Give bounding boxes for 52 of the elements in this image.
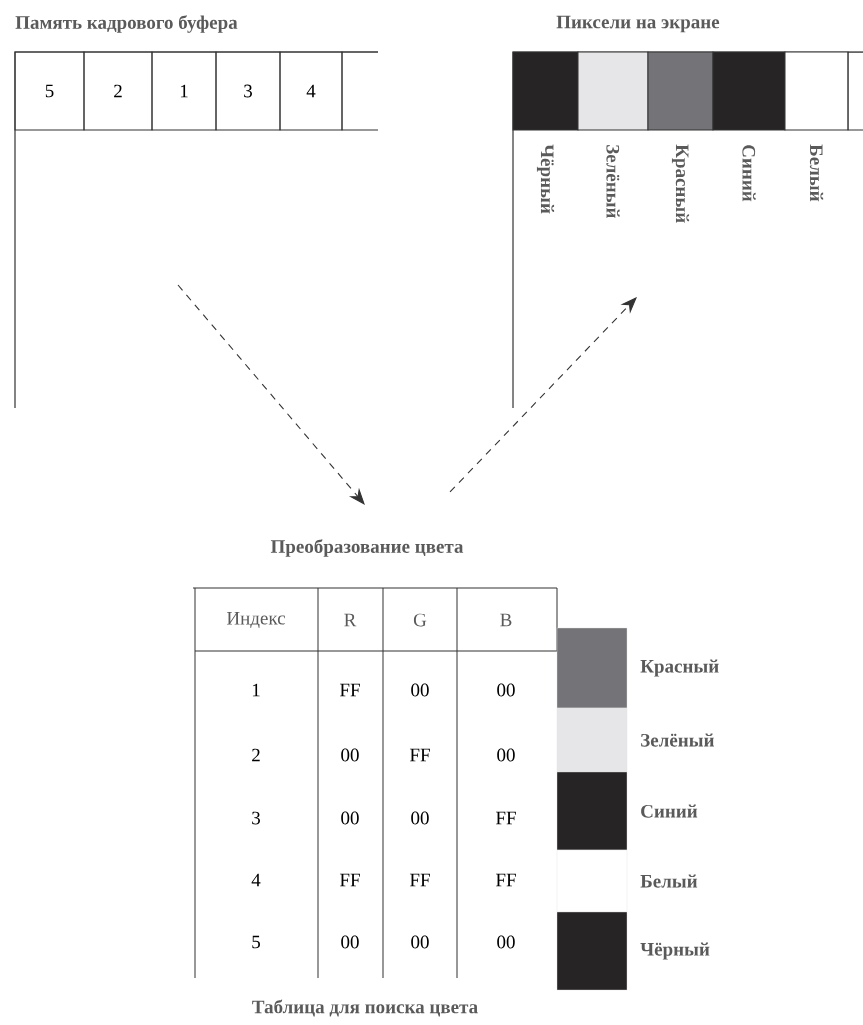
legend-label: Белый [640,874,698,888]
legend-label: Чёрный [640,942,710,960]
table-value: 4 [251,873,261,887]
table-value: FF [496,873,516,887]
table-value: 00 [497,935,515,949]
table-value: 00 [411,811,429,825]
table-value: 2 [252,748,260,762]
color-name: Чёрный [536,144,555,214]
table-value: 00 [411,683,429,697]
color-name: Зелёный [606,145,620,218]
table-value: 00 [341,811,359,825]
memory-cell: 4 [279,51,343,131]
memory-cell: 5 [14,51,85,131]
table-value: 5 [252,935,260,949]
table-value: FF [410,748,430,762]
panel-heading: Память кадрового буфера [15,15,238,33]
table-value: FF [410,873,430,887]
table-caption: Таблица для поиска цвета [252,999,478,1017]
column-header: B [500,613,512,627]
table-value: 00 [497,683,515,697]
table-value: 00 [411,935,429,949]
table-value: 00 [341,935,359,949]
memory-cell: 1 [151,51,217,131]
table-value: FF [340,683,360,697]
table-value: 1 [252,683,260,697]
pixel-swatch [712,51,786,131]
column-header: G [413,613,427,627]
memory-cell: 3 [215,51,281,131]
legend-label: Красный [640,659,719,677]
color-name: Белый [809,144,824,202]
empty-cell [341,51,379,131]
arrow [449,297,637,493]
pixel-swatch [577,51,649,131]
table-value: 00 [341,748,359,762]
legend-label: Зелёный [641,733,714,747]
pixel-swatch [784,51,849,131]
panel-heading: Пиксели на экране [556,15,720,33]
table-value: 00 [497,748,515,762]
table-value: FF [340,873,360,887]
empty-cell [847,51,863,131]
pixel-swatch [647,51,714,131]
table-value: 3 [252,811,260,825]
column-header: Индекс [226,611,285,629]
color-name: Синий [742,145,756,202]
memory-cell: 2 [83,51,153,131]
pixel-swatch [512,51,579,131]
table-value: FF [496,811,516,825]
color-name: Красный [671,144,690,223]
arrow [177,284,365,505]
legend-label: Синий [641,804,698,818]
table-heading: Преобразование цвета [270,539,464,557]
column-header: R [344,613,357,627]
